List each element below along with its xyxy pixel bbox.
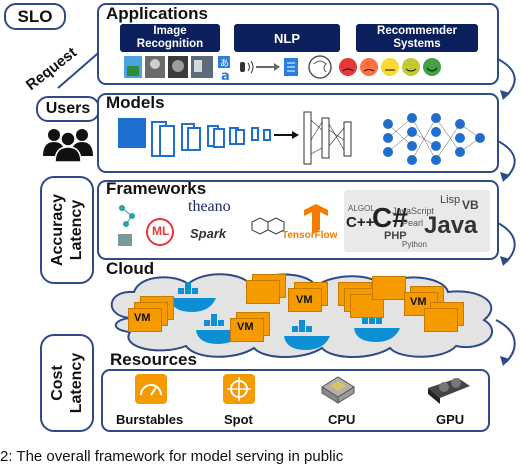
tensorflow-logo: TensorFlow <box>282 230 338 241</box>
users-label: Users <box>45 100 91 117</box>
app-image-recognition: Image Recognition <box>120 24 220 52</box>
molecule-icon <box>251 217 285 235</box>
framework-icons <box>118 204 328 246</box>
slo-label: SLO <box>17 6 53 26</box>
lang-php: PHP <box>384 230 407 242</box>
docker-whale-icon <box>284 320 330 350</box>
lang-python: Python <box>402 240 427 249</box>
resource-cpu: CPU <box>328 412 356 427</box>
vm-box <box>288 288 322 312</box>
app-image-recognition-label: Image Recognition <box>136 25 204 50</box>
vm-box <box>230 318 264 342</box>
burstables-icon <box>135 374 167 404</box>
vm-label: VM <box>296 294 313 306</box>
gpu-icon <box>428 378 470 404</box>
lang-javascript: JavaScript <box>392 206 435 216</box>
vm-box <box>424 308 458 332</box>
vm-label: VM <box>410 296 427 308</box>
cost-latency-label: Cost Latency <box>48 338 86 428</box>
latency-text: Latency <box>68 199 85 261</box>
docker-whale-icon <box>170 282 216 312</box>
docker-icons <box>170 282 400 350</box>
frameworks-title: Frameworks <box>106 179 207 198</box>
lang-algol: ALGOL <box>348 204 375 213</box>
lang-cpp: C++ <box>346 214 375 231</box>
resource-spot: Spot <box>224 412 253 427</box>
rating-faces-icon <box>339 58 441 76</box>
vm-box <box>246 280 280 304</box>
applications-title: Applications <box>106 4 209 23</box>
figure-caption: 2: The overall framework for model servi… <box>0 448 344 465</box>
users-icon <box>43 129 93 162</box>
model-architectures-icon <box>118 111 485 165</box>
translate-icon: あ a <box>218 56 230 82</box>
cloud-title: Cloud <box>106 259 155 278</box>
app-nlp: NLP <box>234 24 340 52</box>
speech-to-text-icon <box>240 58 298 76</box>
image-thumbnails-icon <box>124 56 213 78</box>
vm-box <box>128 308 162 332</box>
neural-net-logo-icon <box>119 205 135 227</box>
cpu-icon <box>321 376 355 404</box>
spot-icon <box>223 374 255 404</box>
accuracy-latency-badge <box>40 176 94 284</box>
slo-badge: SLO <box>4 3 66 30</box>
cost-latency-text: Latency <box>68 352 85 414</box>
brain-icon <box>308 55 332 79</box>
users-badge: Users <box>36 96 100 122</box>
cost-latency-badge <box>40 334 94 432</box>
ml-logo: ML <box>152 224 170 238</box>
svg-text:a: a <box>221 69 230 82</box>
vm-box <box>372 276 406 300</box>
lang-pearl: Pearl <box>402 218 424 228</box>
resources-title: Resources <box>110 350 197 369</box>
app-recommender-systems: Recommender Systems <box>356 24 478 52</box>
app-nlp-label: NLP <box>274 30 300 46</box>
accuracy-latency-label: Accuracy Latency <box>48 179 86 281</box>
lang-vb: VB <box>462 198 479 212</box>
lang-java: Java <box>424 212 478 239</box>
models-title: Models <box>106 93 165 112</box>
vm-label: VM <box>134 312 151 324</box>
app-recommender-label: Recommender Systems <box>377 25 457 50</box>
ml-logo-icon <box>146 218 174 246</box>
spark-logo: Spark <box>190 226 227 241</box>
resource-gpu: GPU <box>436 412 465 427</box>
cost-text: Cost <box>49 365 66 401</box>
lang-lisp: Lisp <box>440 194 461 206</box>
lang-csharp: C# <box>372 202 408 233</box>
accuracy-text: Accuracy <box>49 193 66 267</box>
resource-burstables: Burstables <box>116 412 184 427</box>
languages-word-cloud: JavaScript ALGOL C++ C# Java PHP Python … <box>344 190 490 252</box>
theano-logo: theano <box>188 198 231 215</box>
vm-label: VM <box>237 321 254 333</box>
application-icons: あ a <box>124 55 441 82</box>
caffe-logo-icon <box>118 234 132 246</box>
tensorflow-logo-icon <box>304 204 328 234</box>
svg-text:あ: あ <box>220 58 229 69</box>
